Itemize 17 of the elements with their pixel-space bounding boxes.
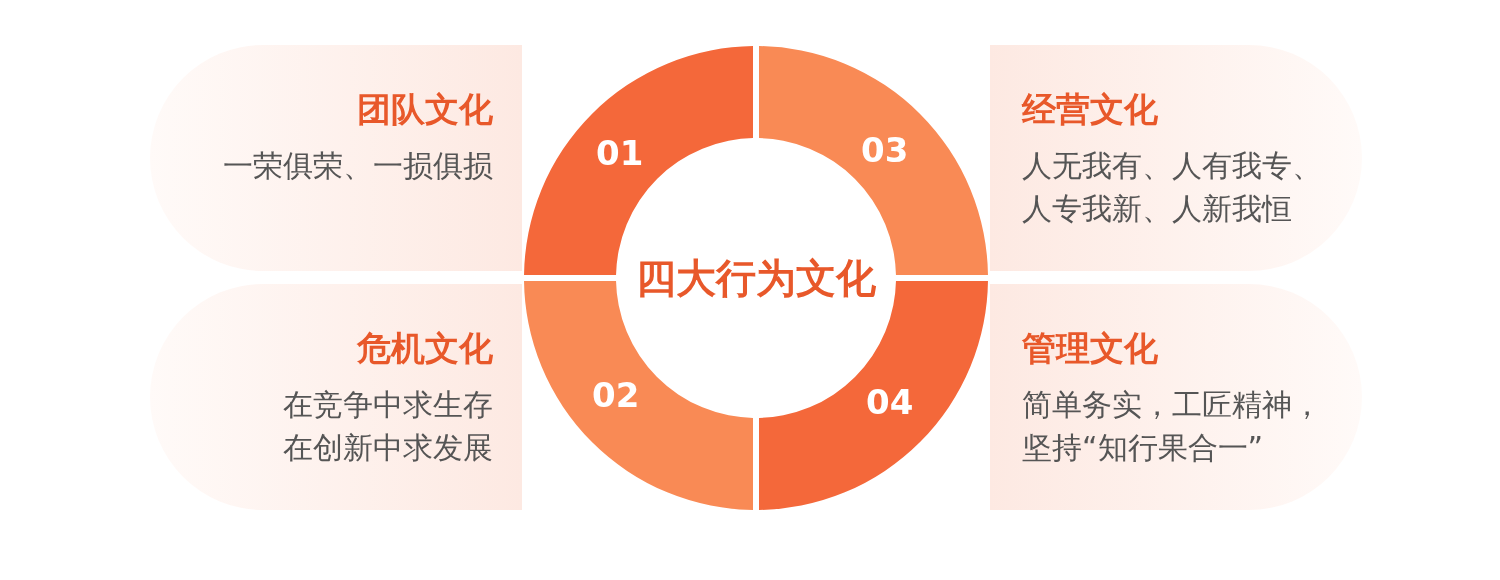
culture-card xyxy=(150,284,522,510)
segment-number: 01 xyxy=(596,133,644,173)
segment-number: 04 xyxy=(866,382,914,422)
card-description: 一荣俱荣、一损俱损 xyxy=(222,147,493,185)
card-heading: 管理文化 xyxy=(1022,327,1158,370)
culture-card xyxy=(990,284,1362,510)
center-title: 四大行为文化 xyxy=(636,253,876,303)
segment-number: 03 xyxy=(861,130,909,170)
card-description: 简单务实，工匠精神，坚持“知行果合一” xyxy=(1022,386,1323,467)
card-heading: 经营文化 xyxy=(1022,88,1158,131)
culture-card xyxy=(990,45,1362,271)
culture-card xyxy=(150,45,522,271)
card-heading: 团队文化 xyxy=(357,88,493,131)
segment-number: 02 xyxy=(592,375,640,415)
card-description: 在竞争中求生存在创新中求发展 xyxy=(282,386,493,467)
card-heading: 危机文化 xyxy=(357,327,493,370)
card-description: 人无我有、人有我专、人专我新、人新我恒 xyxy=(1022,147,1323,228)
